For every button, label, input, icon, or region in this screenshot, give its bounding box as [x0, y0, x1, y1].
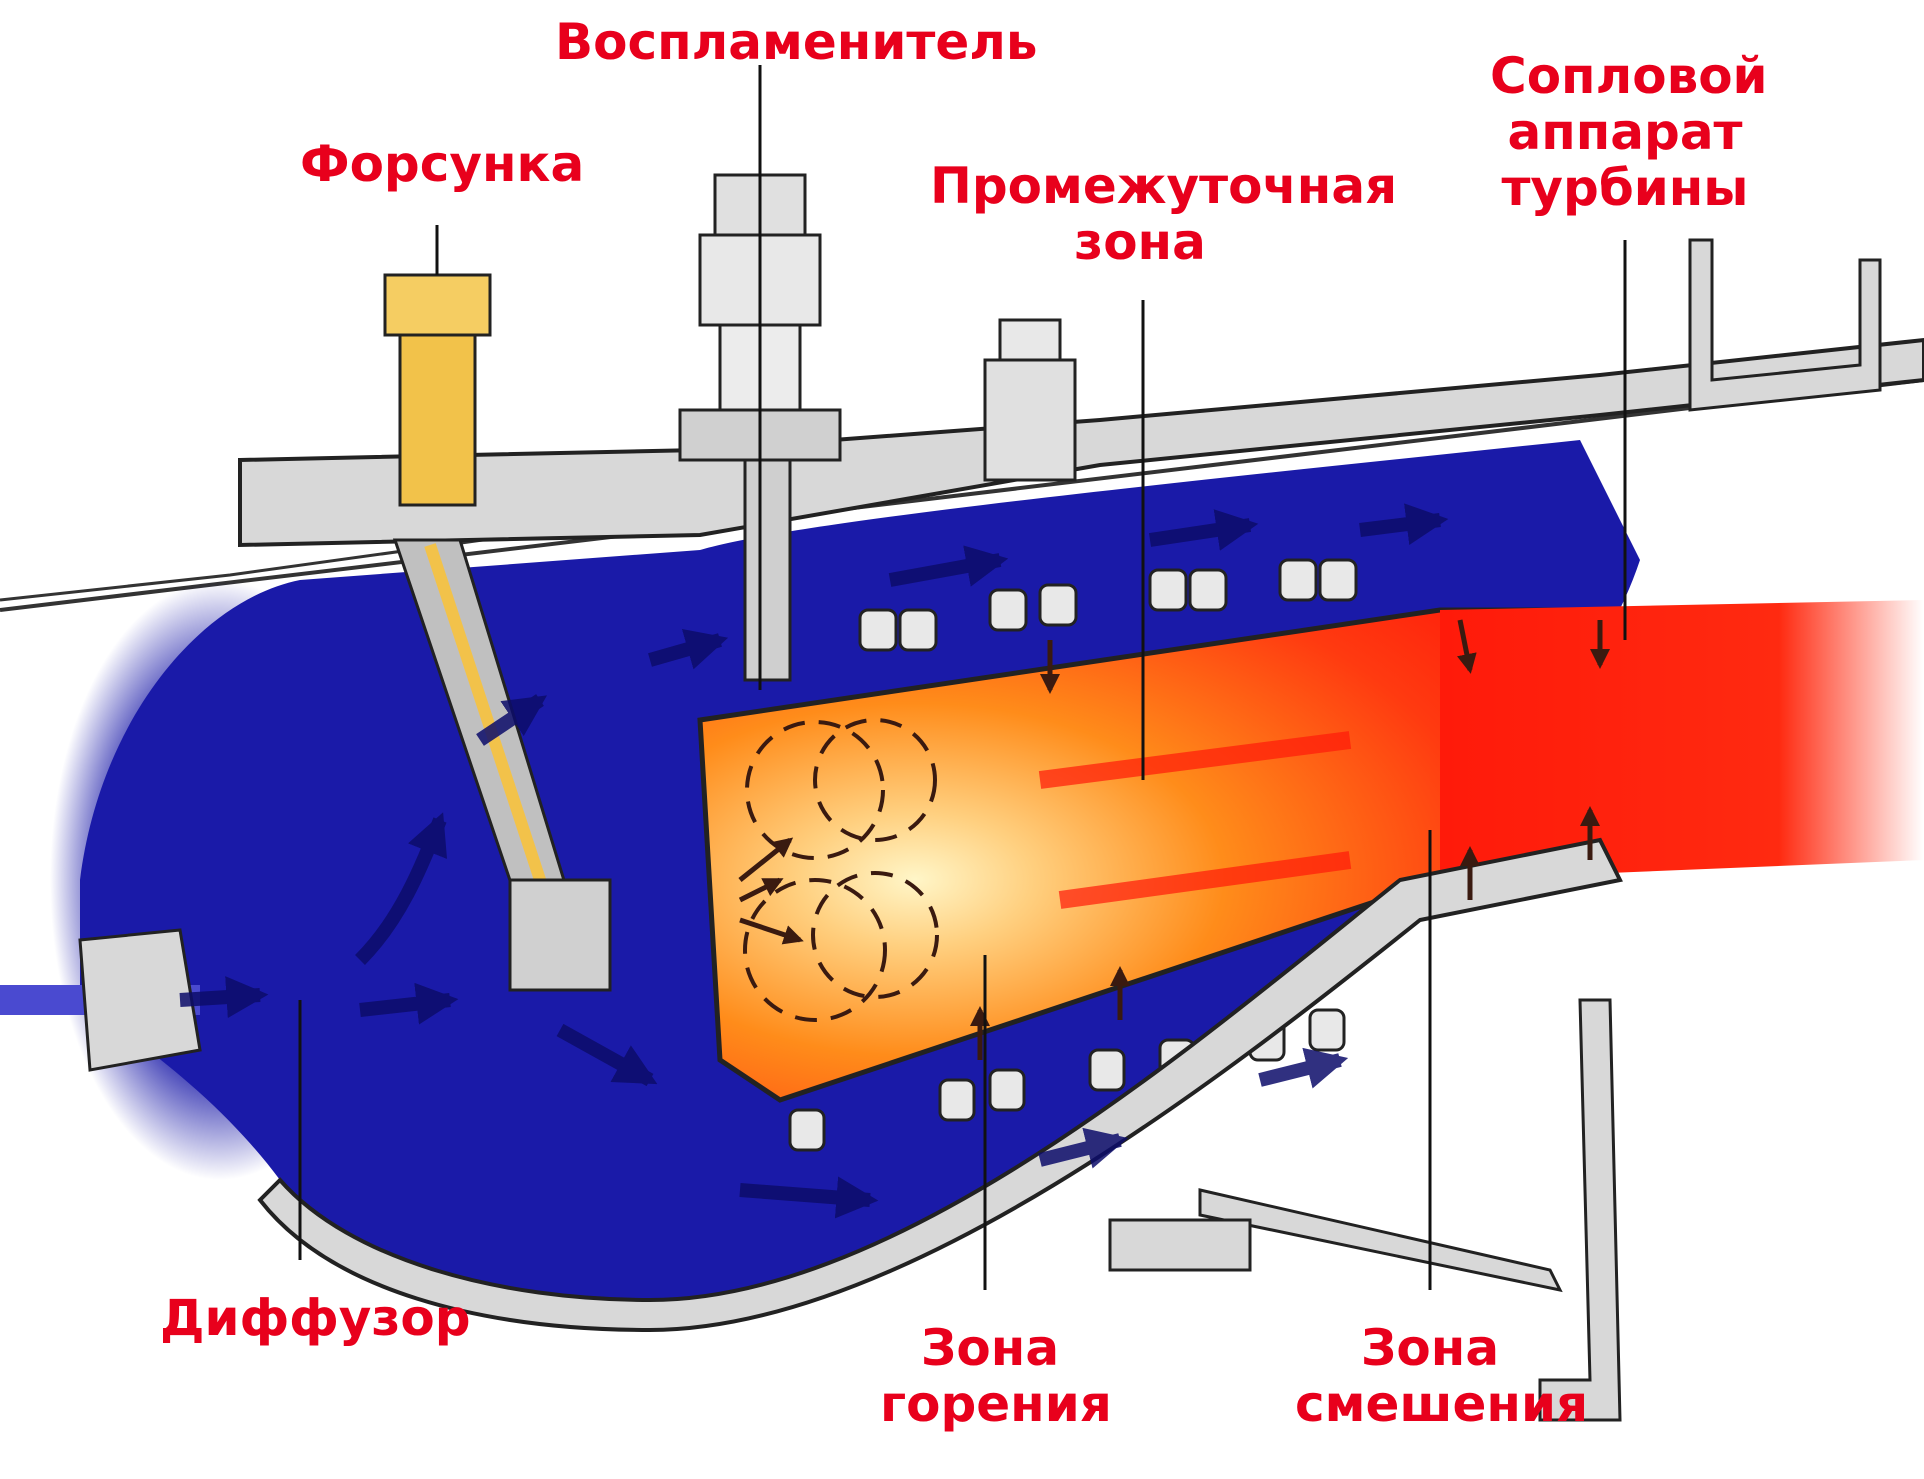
- inlet-flange: [78, 928, 202, 1072]
- label-mixing-zone: Зона смешения: [1295, 1319, 1589, 1433]
- label-ignitor: Воспламенитель: [555, 13, 1038, 71]
- fitting-top: [998, 318, 1062, 362]
- label-intermediate-line2: зона: [1074, 213, 1206, 271]
- recirculation-vortices: [743, 718, 939, 1022]
- injector-nozzle-block: [508, 878, 612, 992]
- lower-casing: [257, 837, 1623, 1333]
- air-inlet-glow: [50, 580, 390, 1180]
- label-injector-text: Форсунка: [300, 135, 585, 193]
- dilution-jets: [738, 619, 1610, 1060]
- label-mixing-line1: Зона: [1360, 1319, 1500, 1377]
- label-injector: Форсунка: [300, 135, 585, 193]
- label-turbine-nozzle-line1: Сопловой: [1490, 47, 1768, 105]
- upper-casing: [238, 337, 1924, 548]
- label-diffuser: Диффузор: [160, 1289, 471, 1347]
- turbine-nozzle-flow: [1440, 600, 1924, 880]
- label-intermediate-zone: Промежуточная зона: [930, 157, 1398, 271]
- label-diffuser-text: Диффузор: [160, 1289, 471, 1347]
- label-turbine-nozzle: Сопловой аппарат турбины: [1490, 47, 1768, 217]
- injector-cap: [383, 273, 492, 337]
- label-mixing-line2: смешения: [1295, 1375, 1589, 1433]
- liner-holes-top: [858, 558, 1358, 652]
- label-turbine-nozzle-line3: турбины: [1501, 159, 1749, 217]
- fitting-body: [983, 358, 1077, 482]
- label-intermediate-line1: Промежуточная: [930, 157, 1398, 215]
- leader-lines: [298, 65, 1627, 1290]
- label-combustion-line1: Зона: [920, 1319, 1060, 1377]
- bottom-flange: [1108, 1218, 1252, 1272]
- label-combustion-line2: горения: [880, 1375, 1112, 1433]
- lower-strut: [1198, 1188, 1563, 1293]
- label-combustion-zone: Зона горения: [880, 1319, 1112, 1433]
- label-ignitor-text: Воспламенитель: [555, 13, 1038, 71]
- label-turbine-nozzle-line2: аппарат: [1507, 103, 1743, 161]
- injector-fuel-line: [424, 543, 551, 897]
- air-arrows: [179, 503, 1449, 1219]
- right-bracket: [1688, 238, 1882, 412]
- hot-gas-arrows: [1038, 731, 1352, 909]
- outer-casing-line: [0, 378, 1924, 612]
- ignitor-probe: [743, 458, 792, 682]
- support-leg: [1538, 998, 1622, 1422]
